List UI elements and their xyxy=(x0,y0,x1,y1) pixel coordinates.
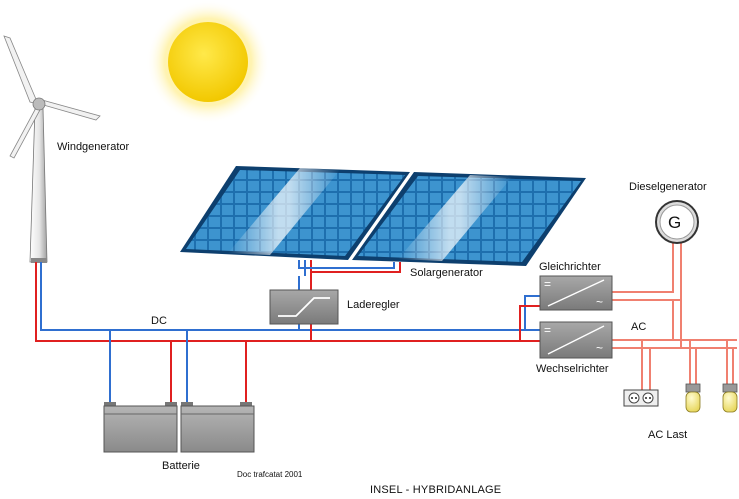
power-socket-icon xyxy=(623,389,659,407)
dc-bus xyxy=(35,262,540,404)
sun-icon xyxy=(146,0,270,124)
diesel-generator-icon xyxy=(655,200,699,244)
panel-wiring xyxy=(298,260,401,276)
rectifier-label: Gleichrichter xyxy=(539,261,601,273)
diagram-title: INSEL - HYBRIDANLAGE xyxy=(370,484,502,496)
solar-generator-label: Solargenerator xyxy=(410,267,483,279)
dc-label: DC xyxy=(151,315,167,327)
battery-2-icon xyxy=(180,402,255,453)
generator-symbol: G xyxy=(668,213,682,232)
inverter-dc-symbol: = xyxy=(544,323,552,337)
charge-controller-label: Laderegler xyxy=(347,299,400,311)
light-bulb-icon xyxy=(722,383,738,413)
light-bulb-icon xyxy=(685,383,701,413)
battery-label: Batterie xyxy=(162,460,200,472)
charge-controller-box xyxy=(269,289,339,325)
rectifier-ac-symbol: ~ xyxy=(596,295,604,309)
inverter-ac-symbol: ~ xyxy=(596,341,604,355)
ac-load-label: AC Last xyxy=(648,429,688,441)
credit-text: Doc trafcatat 2001 xyxy=(237,470,303,479)
ac-wiring xyxy=(612,242,737,392)
diesel-generator-label: Dieselgenerator xyxy=(629,181,707,193)
solar-panel-right xyxy=(352,172,586,266)
ac-label: AC xyxy=(631,321,647,333)
solar-panel-left xyxy=(180,166,410,260)
wind-turbine-icon xyxy=(3,35,101,263)
battery-1-icon xyxy=(103,402,178,453)
rectifier-dc-symbol: = xyxy=(544,277,552,291)
wind-generator-label: Windgenerator xyxy=(57,141,130,153)
inverter-label: Wechselrichter xyxy=(536,363,609,375)
inverter-box xyxy=(539,321,613,359)
rectifier-box xyxy=(539,275,613,311)
